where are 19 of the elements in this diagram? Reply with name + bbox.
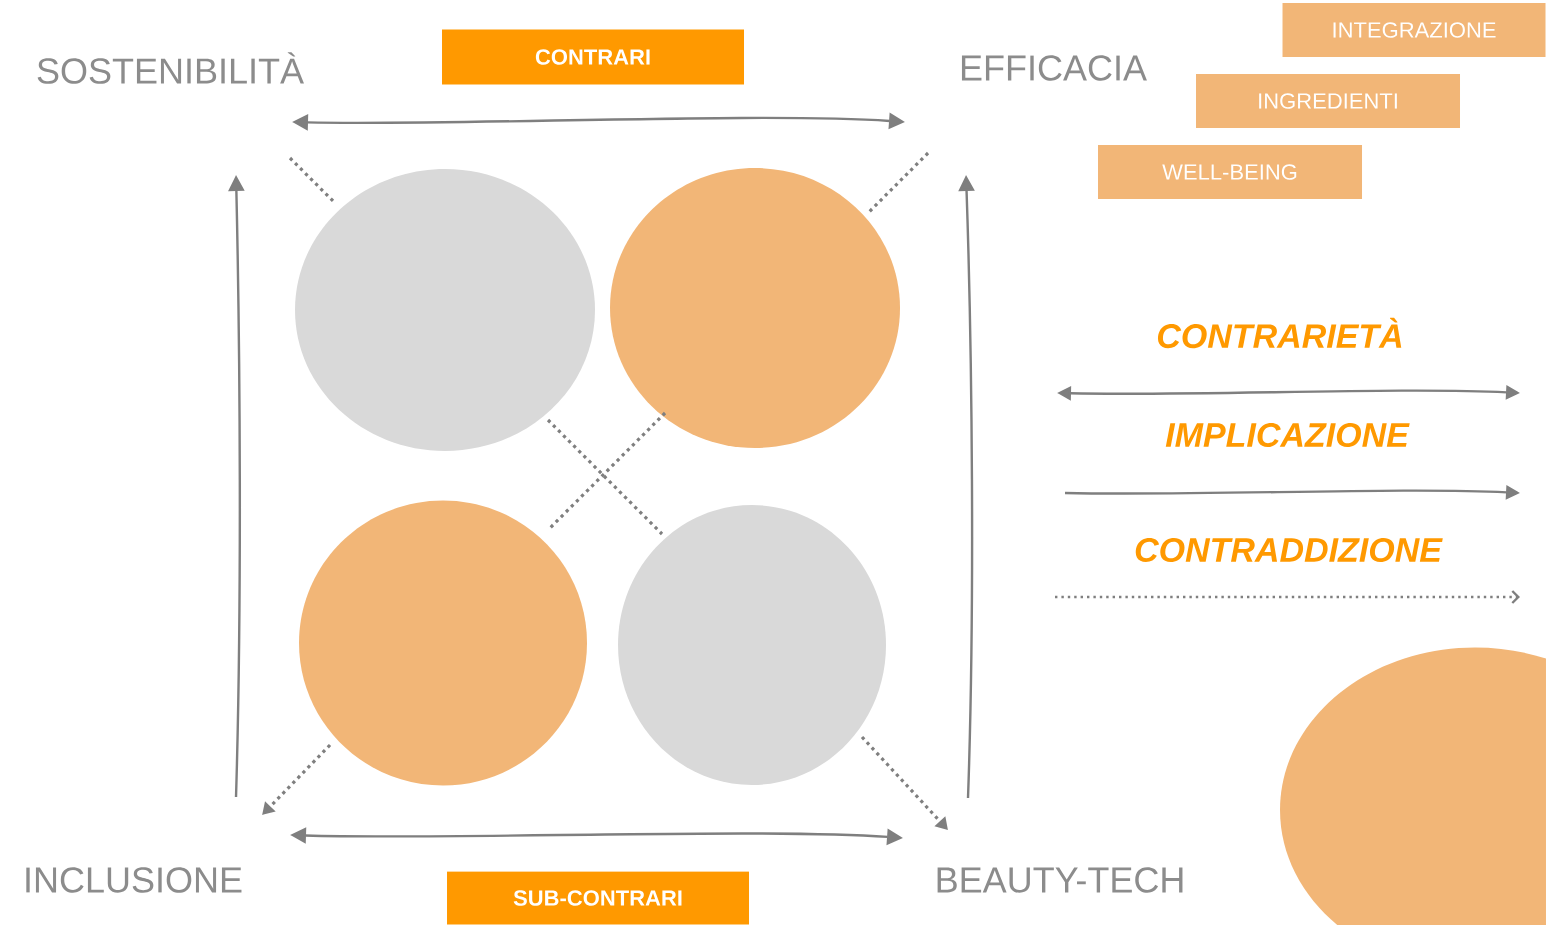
- blob: [618, 505, 886, 785]
- arrow: [262, 743, 332, 815]
- term-label: EFFICACIA: [961, 55, 1147, 81]
- legend-label: IMPLICAZIONE: [1165, 422, 1410, 448]
- term-label: SOSTENIBILITÀ: [37, 52, 304, 84]
- arrow: [860, 735, 948, 830]
- blob: [1280, 647, 1546, 925]
- blob: [610, 168, 900, 448]
- legend-label: CONTRADDIZIONE: [1135, 537, 1443, 563]
- tag-box: INGREDIENTI: [1196, 74, 1460, 128]
- tag-box: WELL-BEING: [1098, 145, 1362, 199]
- label-box: CONTRARI: [442, 29, 744, 85]
- blob: [299, 500, 587, 786]
- term-label: BEAUTY-TECH: [937, 867, 1183, 893]
- label-box: SUB-CONTRARI: [447, 871, 749, 925]
- blob: [295, 169, 595, 451]
- term-label: INCLUSIONE: [26, 867, 242, 893]
- legend-label: CONTRARIETÀ: [1157, 317, 1402, 349]
- tag-box: INTEGRAZIONE: [1282, 3, 1546, 57]
